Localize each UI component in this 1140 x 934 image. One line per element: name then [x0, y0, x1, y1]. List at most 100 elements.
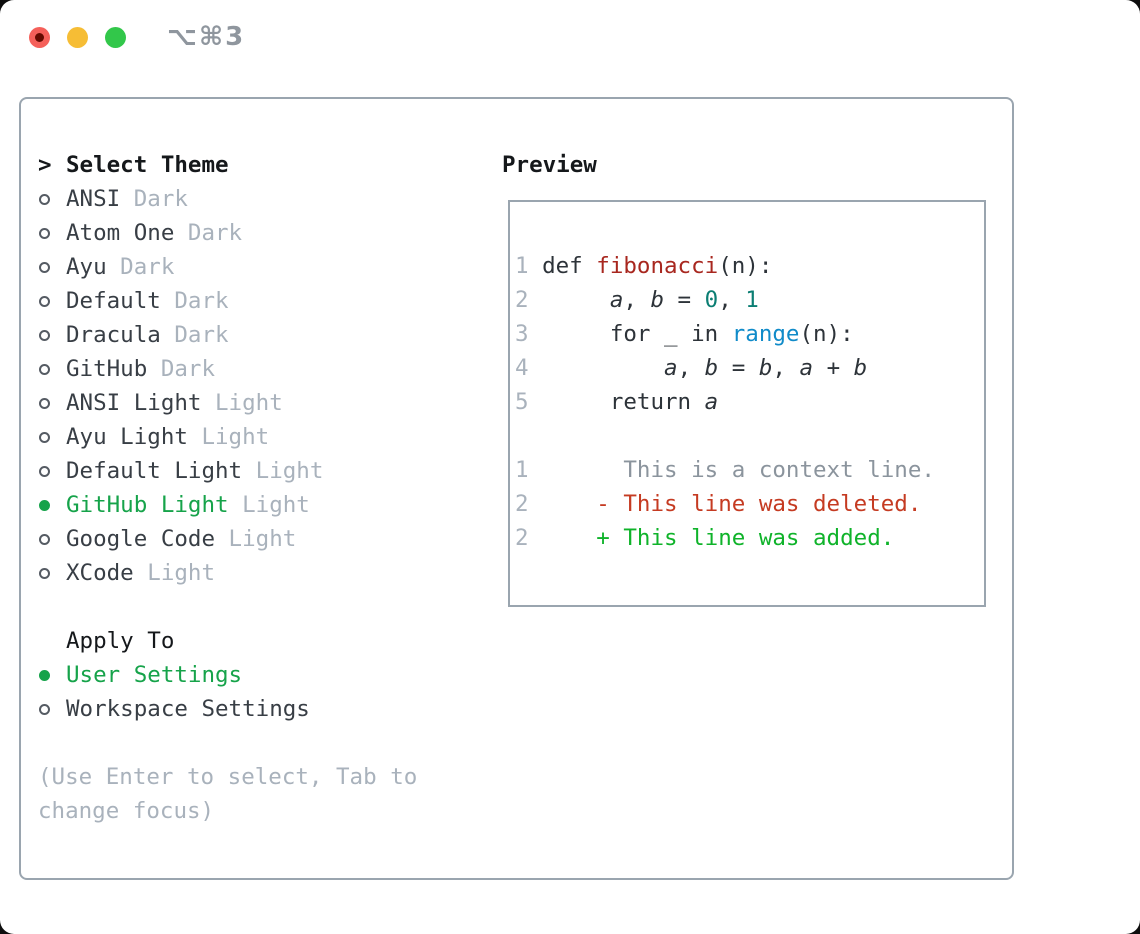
theme-name: Default	[66, 288, 161, 314]
code-line	[515, 419, 984, 453]
theme-variant: Light	[228, 492, 310, 518]
radio-marker	[38, 431, 66, 443]
code-line: 2 - This line was deleted.	[515, 487, 984, 521]
apply-option[interactable]: Workspace Settings	[38, 692, 417, 726]
option-label: Workspace Settings	[66, 696, 310, 722]
radio-icon	[39, 363, 50, 375]
radio-marker	[38, 329, 66, 341]
code-segment: 2	[515, 525, 529, 551]
code-segment: + This line was added.	[528, 525, 895, 551]
hint-line-2: change focus)	[38, 798, 215, 824]
code-segment: 5	[515, 389, 529, 415]
code-segment: return	[528, 389, 705, 415]
code-segment	[529, 287, 610, 313]
code-segment: b	[704, 355, 719, 381]
code-segment: (n):	[718, 253, 773, 279]
apply-to-header: Apply To	[38, 624, 417, 658]
code-segment: =	[664, 287, 705, 313]
radio-marker	[38, 703, 66, 715]
theme-item[interactable]: Default Dark	[38, 284, 417, 318]
apply-option[interactable]: User Settings	[38, 658, 417, 692]
theme-variant: Dark	[120, 186, 188, 212]
code-line: 3 for _ in range(n):	[515, 317, 984, 351]
hint-line-1: (Use Enter to select, Tab to	[38, 764, 418, 790]
radio-icon	[39, 261, 50, 273]
theme-item[interactable]: ANSI Light Light	[38, 386, 417, 420]
code-segment: a	[609, 287, 624, 313]
code-segment: a	[704, 389, 719, 415]
select-theme-header: > Select Theme	[38, 148, 417, 182]
radio-icon	[39, 465, 50, 477]
theme-name: GitHub Light	[66, 492, 229, 518]
code-segment: ,	[623, 287, 651, 313]
code-segment: fibonacci	[596, 253, 719, 279]
radio-icon	[39, 703, 50, 715]
radio-marker	[38, 193, 66, 205]
theme-name: ANSI Light	[66, 390, 202, 416]
code-segment: ,	[772, 355, 800, 381]
preview-header: Preview	[502, 148, 597, 182]
theme-name: Google Code	[66, 526, 216, 552]
preview-title: Preview	[502, 152, 597, 178]
zoom-button[interactable]	[105, 27, 126, 48]
radio-icon	[39, 227, 50, 239]
theme-name: Atom One	[66, 220, 175, 246]
theme-variant: Dark	[106, 254, 175, 280]
radio-marker	[38, 465, 66, 477]
theme-item[interactable]: Ayu Dark	[38, 250, 417, 284]
radio-marker	[38, 227, 66, 239]
theme-name: Ayu	[66, 254, 107, 280]
radio-marker	[38, 533, 66, 545]
code-segment: 1	[515, 253, 529, 279]
radio-marker	[38, 363, 66, 375]
code-segment: def	[528, 253, 597, 279]
radio-icon	[39, 669, 50, 681]
code-segment: 2	[515, 287, 529, 313]
theme-variant: Light	[201, 390, 283, 416]
code-segment: a	[799, 355, 814, 381]
radio-icon	[39, 397, 50, 409]
theme-variant: Dark	[160, 322, 229, 348]
code-segment: ,	[718, 287, 746, 313]
code-segment: for _ in	[528, 321, 732, 347]
theme-item[interactable]: GitHub Dark	[38, 352, 417, 386]
theme-item[interactable]: ANSI Dark	[38, 182, 417, 216]
code-line: 2 a, b = 0, 1	[515, 283, 984, 317]
code-line: 4 a, b = b, a + b	[515, 351, 984, 385]
code-line: 1 This is a context line.	[515, 453, 984, 487]
radio-marker	[38, 397, 66, 409]
cursor-icon: >	[38, 152, 52, 178]
hint-text: (Use Enter to select, Tab to change focu…	[38, 760, 417, 828]
radio-marker	[38, 295, 66, 307]
theme-item[interactable]: Dracula Dark	[38, 318, 417, 352]
radio-marker	[38, 567, 66, 579]
close-button[interactable]	[29, 27, 50, 48]
theme-item[interactable]: Google Code Light	[38, 522, 417, 556]
code-line: 2 + This line was added.	[515, 521, 984, 555]
radio-icon	[39, 329, 50, 341]
window-title: ⌥⌘3	[167, 22, 246, 52]
code-segment: 3	[515, 321, 529, 347]
radio-marker	[38, 261, 66, 273]
code-segment: b	[853, 355, 868, 381]
minimize-button[interactable]	[67, 27, 88, 48]
radio-icon	[39, 295, 50, 307]
theme-variant: Light	[133, 560, 216, 586]
code-segment: This is a context line.	[528, 457, 935, 483]
theme-item[interactable]: Ayu Light Light	[38, 420, 417, 454]
theme-item[interactable]: GitHub Light Light	[38, 488, 417, 522]
code-segment: 1	[515, 457, 529, 483]
theme-variant: Light	[215, 526, 297, 552]
option-label: User Settings	[66, 662, 243, 688]
theme-item[interactable]: Default Light Light	[38, 454, 417, 488]
theme-name: XCode	[66, 560, 134, 586]
theme-item[interactable]: Atom One Dark	[38, 216, 417, 250]
code-segment: ,	[677, 355, 705, 381]
theme-item[interactable]: XCode Light	[38, 556, 417, 590]
